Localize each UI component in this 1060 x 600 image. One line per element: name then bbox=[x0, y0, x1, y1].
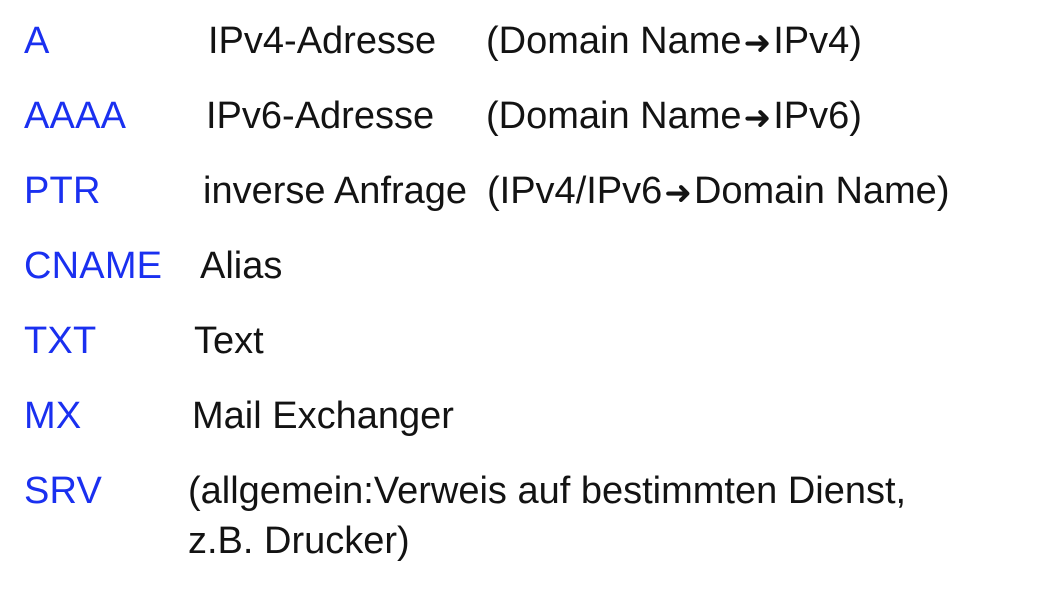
record-row: TXT Text bbox=[0, 316, 1060, 391]
mapping-source: (IPv4/IPv6 bbox=[487, 170, 663, 212]
record-row: SRV (allgemein:Verweis auf bestimmten Di… bbox=[0, 466, 1060, 562]
record-description-line-2: z.B. Drucker) bbox=[188, 520, 410, 562]
mapping-target: IPv6) bbox=[773, 95, 862, 137]
record-type-label: A bbox=[24, 20, 50, 62]
record-mapping-note: (Domain Name➜IPv4) bbox=[486, 16, 862, 68]
record-description: Text bbox=[194, 320, 264, 362]
record-row: A IPv4-Adresse (Domain Name➜IPv4) bbox=[0, 16, 1060, 91]
record-row: PTR inverse Anfrage (IPv4/IPv6➜Domain Na… bbox=[0, 166, 1060, 241]
record-mapping-note: (Domain Name➜IPv6) bbox=[486, 91, 862, 143]
record-mapping-note: (IPv4/IPv6➜Domain Name) bbox=[487, 166, 949, 218]
record-row: MX Mail Exchanger bbox=[0, 391, 1060, 466]
record-type-label: CNAME bbox=[24, 245, 163, 287]
right-arrow-icon: ➜ bbox=[743, 98, 772, 137]
mapping-target: Domain Name) bbox=[693, 170, 950, 212]
mapping-source: (Domain Name bbox=[486, 20, 742, 62]
mapping-target: IPv4) bbox=[773, 20, 862, 62]
record-type-label: MX bbox=[24, 395, 82, 437]
record-description: IPv6-Adresse bbox=[206, 95, 435, 137]
record-description: inverse Anfrage bbox=[203, 170, 468, 212]
record-row: CNAME Alias bbox=[0, 241, 1060, 316]
record-description: (allgemein:Verweis auf bestimmten Dienst… bbox=[188, 466, 1008, 566]
record-type-label: SRV bbox=[24, 470, 103, 512]
record-type-label: PTR bbox=[24, 170, 101, 212]
record-description-line-1: (allgemein:Verweis auf bestimmten Dienst… bbox=[188, 470, 907, 512]
mapping-source: (Domain Name bbox=[486, 95, 742, 137]
record-type-label: TXT bbox=[24, 320, 97, 362]
record-description: IPv4-Adresse bbox=[208, 20, 437, 62]
right-arrow-icon: ➜ bbox=[664, 173, 692, 212]
record-description: Mail Exchanger bbox=[192, 395, 454, 437]
record-description: Alias bbox=[200, 245, 283, 287]
right-arrow-icon: ➜ bbox=[743, 23, 772, 62]
record-row: AAAA IPv6-Adresse (Domain Name➜IPv6) bbox=[0, 91, 1060, 166]
record-type-label: AAAA bbox=[24, 95, 127, 137]
